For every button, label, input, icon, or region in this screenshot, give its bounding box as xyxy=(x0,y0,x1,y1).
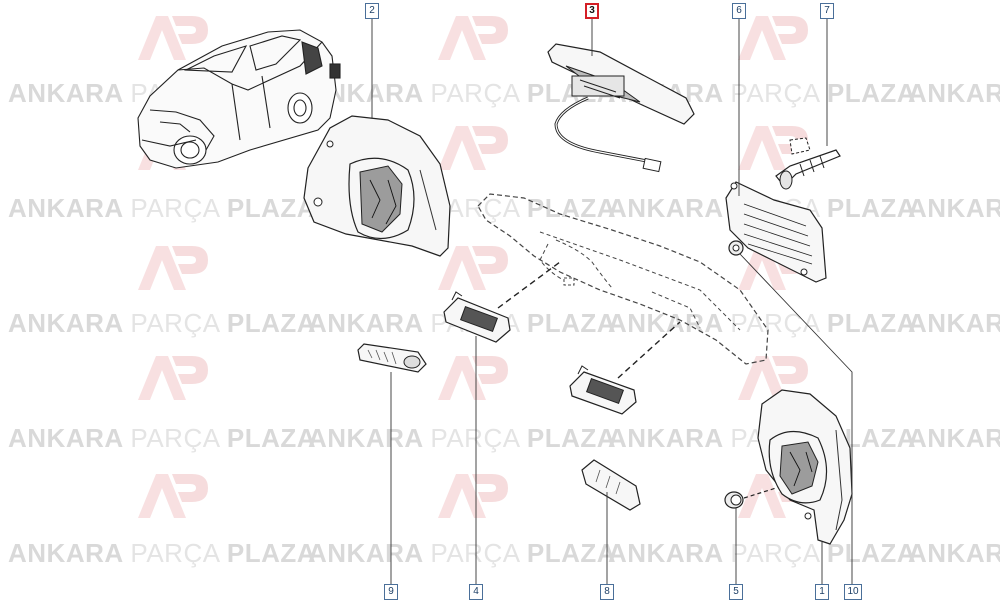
watermark-brand-text: ANKARA PARÇA PLAZA xyxy=(908,538,1000,568)
watermark-brand-text: ANKARA PARÇA PLAZA xyxy=(8,538,316,568)
watermark-brand-text: ANKARA PARÇA PLAZA xyxy=(8,308,316,338)
watermark-logo xyxy=(738,356,808,400)
watermark-logo xyxy=(138,246,208,290)
watermark-logo xyxy=(438,356,508,400)
push-clip-upper[interactable] xyxy=(728,240,744,256)
callout-1[interactable]: 1 xyxy=(815,584,829,600)
watermark-logo xyxy=(438,126,508,170)
watermark-logo xyxy=(138,16,208,60)
plate-lamp-right[interactable] xyxy=(569,365,637,415)
callout-8[interactable]: 8 xyxy=(600,584,614,600)
watermark-brand-text: ANKARA PARÇA PLAZA xyxy=(308,538,616,568)
callout-9[interactable]: 9 xyxy=(384,584,398,600)
callout-6[interactable]: 6 xyxy=(732,3,746,19)
watermark-logo xyxy=(438,246,508,290)
watermark-logos xyxy=(138,16,808,518)
watermark-logo xyxy=(738,16,808,60)
assembly-line-right-lamp xyxy=(617,321,681,379)
plate-bracket[interactable] xyxy=(725,181,827,283)
plate-lens-left[interactable] xyxy=(357,343,427,373)
watermark-brand-text: ANKARA PARÇA PLAZA xyxy=(608,538,916,568)
car-illustration xyxy=(137,29,341,169)
watermark-logo xyxy=(138,356,208,400)
assembly-line-left-lamp xyxy=(497,261,561,309)
mounting-stud[interactable] xyxy=(775,137,841,190)
callout-5[interactable]: 5 xyxy=(729,584,743,600)
watermark-brand-text: ANKARA PARÇA PLAZA xyxy=(908,193,1000,223)
callout-4[interactable]: 4 xyxy=(469,584,483,600)
plate-lamp-left[interactable] xyxy=(443,291,511,343)
watermark-logo xyxy=(438,16,508,60)
brake-light-strip[interactable] xyxy=(547,43,695,173)
grommet[interactable] xyxy=(724,487,777,509)
callout-2[interactable]: 2 xyxy=(365,3,379,19)
watermark-logo xyxy=(438,474,508,518)
callout-7[interactable]: 7 xyxy=(820,3,834,19)
tailgate-trim-outline xyxy=(477,193,769,365)
callout-3-selected[interactable]: 3 xyxy=(585,3,599,19)
watermark-brand-text: ANKARA PARÇA PLAZA xyxy=(908,423,1000,453)
watermark-brand-text: ANKARA PARÇA PLAZA xyxy=(608,308,916,338)
watermark-logo xyxy=(138,474,208,518)
watermark-brand-text: ANKARA PARÇA PLAZA xyxy=(908,78,1000,108)
right-tail-lamp[interactable] xyxy=(757,389,853,545)
leader-lines xyxy=(371,17,853,585)
left-tail-lamp[interactable] xyxy=(303,115,451,257)
callout-10[interactable]: 10 xyxy=(844,584,862,600)
watermark-brand-text: ANKARA PARÇA PLAZA xyxy=(308,78,616,108)
plate-lens-right[interactable] xyxy=(581,459,641,511)
watermark-brand-text: ANKARA PARÇA PLAZA xyxy=(308,423,616,453)
watermark-brand-text: ANKARA PARÇA PLAZA xyxy=(908,308,1000,338)
watermark-brand-text: ANKARA PARÇA PLAZA xyxy=(8,193,316,223)
watermark-brand-text: ANKARA PARÇA PLAZA xyxy=(8,423,316,453)
